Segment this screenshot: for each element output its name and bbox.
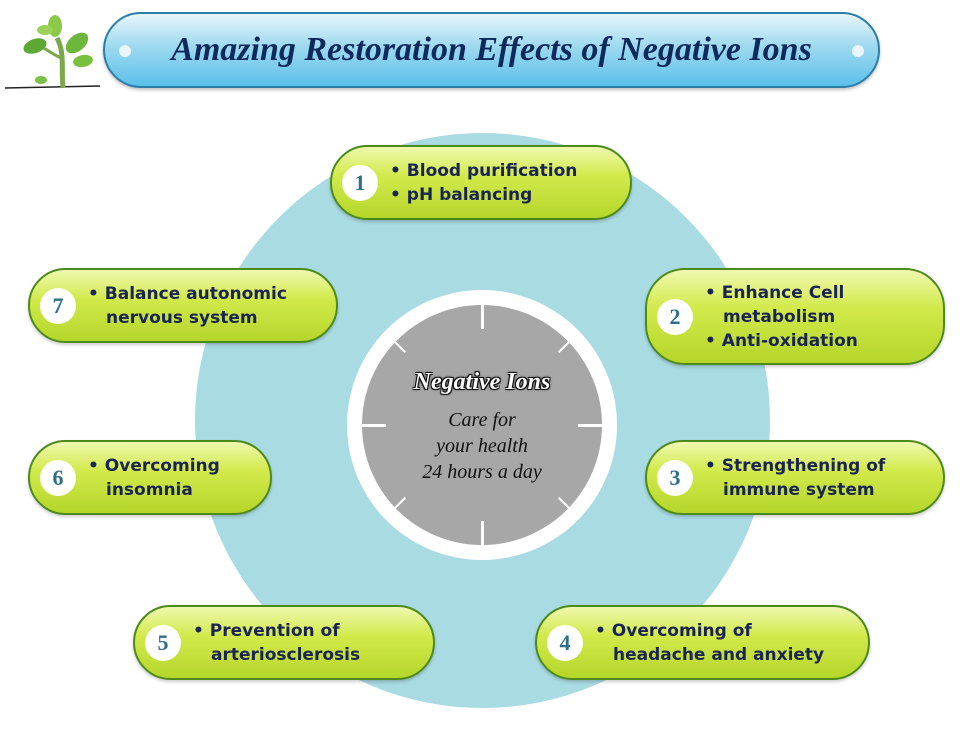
effect-line: • Blood purification [390, 160, 578, 181]
effect-line: arteriosclerosis [211, 644, 361, 665]
effect-number: 1 [342, 164, 378, 201]
effect-line: • Anti-oxidation [705, 330, 858, 351]
effect-2: 2 • Enhance Cell metabolism • Anti-oxidati… [645, 268, 945, 365]
effect-6: 6 • Overcoming insomnia [28, 440, 272, 515]
effect-5: 5 • Prevention of arteriosclerosis [133, 605, 435, 680]
effect-number: 4 [547, 624, 583, 661]
effect-line: • Overcoming [88, 455, 220, 476]
effect-1: 1 • Blood purification • pH balancing [330, 145, 632, 220]
center-line: your health [436, 435, 528, 457]
effect-line: • Balance autonomic [88, 283, 287, 304]
effect-line: • pH balancing [390, 184, 533, 205]
center-line: 24 hours a day [422, 461, 542, 483]
effect-3: 3 • Strengthening of immune system [645, 440, 945, 515]
center-title: Negative Ions [413, 369, 551, 395]
clock-tick [481, 305, 484, 329]
effect-number: 2 [657, 298, 693, 335]
effect-number: 5 [145, 624, 181, 661]
effect-line: nervous system [106, 307, 258, 328]
center-line: Care for [448, 409, 516, 431]
effect-number: 7 [40, 287, 76, 324]
clock-tick [557, 338, 573, 354]
effect-line: • Prevention of [193, 620, 340, 641]
title-banner: Amazing Restoration Effects of Negative … [103, 12, 880, 88]
effect-line: insomnia [106, 479, 193, 500]
effect-4: 4 • Overcoming of headache and anxiety [535, 605, 870, 680]
clock-tick [362, 424, 386, 427]
effect-line: • Enhance Cell [705, 282, 845, 303]
clock-tick [557, 496, 573, 512]
clock-tick [578, 424, 602, 427]
effect-line: • Overcoming of [595, 620, 752, 641]
banner-dot-left [119, 45, 131, 57]
clock-tick [391, 496, 407, 512]
effect-number: 3 [657, 459, 693, 496]
clock-tick [481, 521, 484, 545]
banner-dot-right [852, 45, 864, 57]
page-title: Amazing Restoration Effects of Negative … [171, 31, 812, 68]
effect-number: 6 [40, 459, 76, 496]
effect-line: immune system [723, 479, 875, 500]
plant-logo-icon [5, 15, 100, 89]
effect-line: headache and anxiety [613, 644, 825, 665]
effect-line: metabolism [723, 306, 836, 327]
effect-7: 7 • Balance autonomic nervous system [28, 268, 338, 343]
clock-face: Negative Ions Care for your health 24 ho… [362, 305, 602, 545]
center-clock: Negative Ions Care for your health 24 ho… [347, 290, 617, 560]
clock-tick [391, 338, 407, 354]
effect-line: • Strengthening of [705, 455, 886, 476]
